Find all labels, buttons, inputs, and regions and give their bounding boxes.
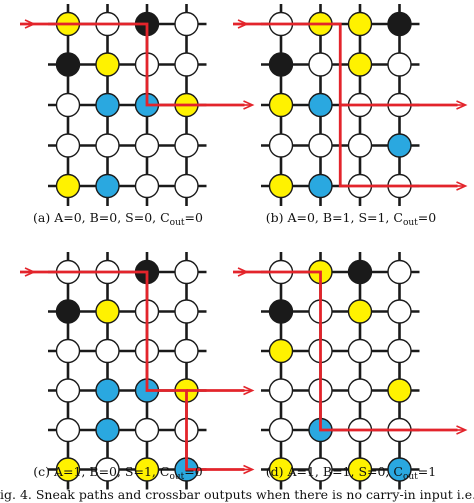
crossbar-node [55,299,81,324]
crossbar-node [95,92,120,118]
panel-a [20,4,255,206]
crossbar-node [387,299,412,324]
output-arrow-icon [243,385,255,396]
crossbar-node [387,338,412,364]
crossbar-node [174,133,199,158]
crossbar-node [347,133,373,158]
caption-d: (d) A=1, B=1, S=0, Cout=1 [266,464,436,482]
crossbar-node [308,457,333,482]
crossbar-node [174,299,199,324]
crossbar-node [95,133,120,158]
crossbar-node [347,11,373,37]
sneak-path [233,270,458,432]
crossbar-node [387,11,412,37]
crossbar-node [55,52,81,77]
crossbar-node [347,457,373,482]
crossbar-node [55,378,81,403]
input-arrow-icon [237,19,249,29]
crossbar-node [268,378,294,403]
crossbar-node [387,378,412,403]
crossbar-node [95,338,120,364]
panel-b [233,4,468,206]
crossbar-node [308,92,333,118]
crossbar-node [268,92,294,118]
crossbar-node [347,52,373,77]
crossbar-node [55,417,81,443]
crossbar-node [134,457,160,482]
crossbar-node [174,52,199,77]
crossbar-node [174,173,199,199]
output-arrow-icon [456,181,468,191]
crossbar-node [268,338,294,364]
crossbar-node [308,52,333,77]
caption-c: (c) A=1, B=0, S=1, Cout=0 [33,464,203,482]
crossbar-node [95,378,120,403]
output-arrow-icon [456,425,468,435]
crossbar-node [268,457,294,482]
crossbar-node [55,338,81,364]
input-arrow-icon [24,267,36,277]
caption-a: (a) A=0, B=0, S=0, Cout=0 [33,210,203,228]
crossbar-node [308,133,333,158]
crossbar-node [134,173,160,199]
crossbar-node [347,338,373,364]
crossbar-node [95,457,120,482]
crossbar-node [95,299,120,324]
crossbar-node [55,173,81,199]
crossbar-node [387,52,412,77]
crossbar-node [268,52,294,77]
output-arrow-icon [456,100,468,110]
crossbar-node [55,457,81,482]
input-arrow-icon [24,19,36,29]
crossbar-node [268,417,294,443]
output-arrow-icon [243,100,255,110]
crossbar-node [174,11,199,37]
crossbar-node [347,378,373,403]
crossbar-node [347,259,373,285]
panel-c [20,252,255,490]
figure-caption: ig. 4. Sneak paths and crossbar outputs … [0,487,474,502]
crossbar-node [95,417,120,443]
crossbar-node [134,133,160,158]
crossbar-node [268,299,294,324]
crossbar-node [55,133,81,158]
crossbar-node [387,259,412,285]
crossbar-node [174,338,199,364]
crossbar-node [134,417,160,443]
crossbar-node [308,173,333,199]
output-arrow-icon [243,464,255,475]
panel-d [233,252,468,490]
crossbar-node [347,299,373,324]
crossbar-node [174,259,199,285]
crossbar-node [268,173,294,199]
crossbar-node [387,457,412,482]
sneak-path [20,270,245,471]
sneak-path [20,22,245,107]
input-arrow-icon [237,267,249,277]
crossbar-node [387,133,412,158]
crossbar-node [55,92,81,118]
caption-b: (b) A=0, B=1, S=1, Cout=0 [266,210,437,228]
crossbar-node [95,52,120,77]
crossbar-node [268,133,294,158]
crossbar-node [95,173,120,199]
